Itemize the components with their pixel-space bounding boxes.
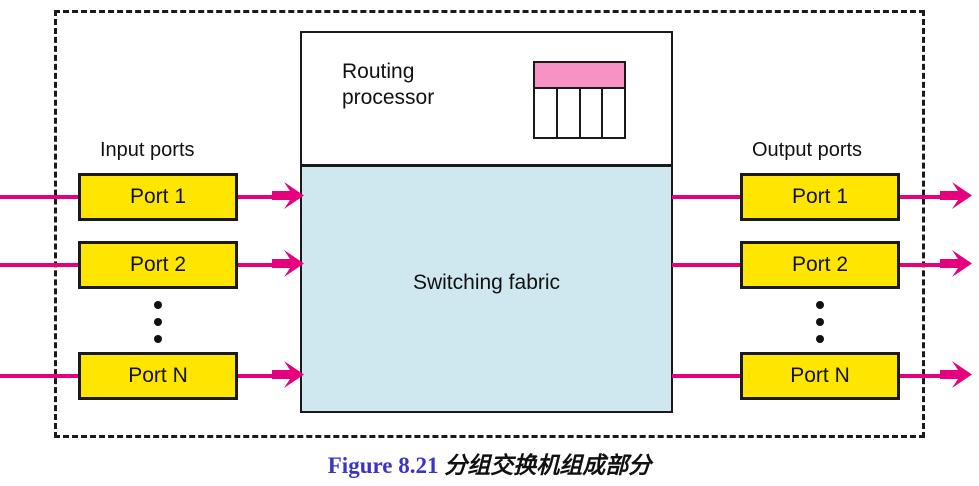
input-flow-line-2-internal <box>238 263 293 267</box>
input-flow-line-1-external <box>0 195 78 199</box>
output-flow-line-3-internal <box>672 374 743 378</box>
input-ports-ellipsis <box>152 301 164 343</box>
routing-table-header-row <box>535 63 624 89</box>
routing-table-cell <box>580 89 604 137</box>
switching-fabric-label: Switching fabric <box>412 271 561 294</box>
input-port-box-1: Port 1 <box>78 173 238 221</box>
routing-table-cell <box>535 89 558 137</box>
routing-table-cells <box>535 89 624 137</box>
input-port-box-2: Port 2 <box>78 241 238 289</box>
output-port-label-n: Port N <box>790 364 850 387</box>
ellipsis-dot <box>154 318 162 326</box>
output-port-box-2: Port 2 <box>740 241 900 289</box>
input-port-label-2: Port 2 <box>129 253 187 276</box>
output-flow-line-1-external <box>898 195 950 199</box>
ellipsis-dot <box>154 335 162 343</box>
ellipsis-dot <box>816 335 824 343</box>
router-boundary <box>54 10 925 438</box>
input-flow-line-3-external <box>0 374 78 378</box>
figure-caption: Figure 8.21 分组交换机组成部分 <box>0 446 979 480</box>
output-port-box-n: Port N <box>740 352 900 400</box>
ellipsis-dot <box>154 301 162 309</box>
output-port-label-1: Port 1 <box>791 185 849 208</box>
input-port-label-1: Port 1 <box>129 185 187 208</box>
output-port-box-1: Port 1 <box>740 173 900 221</box>
ellipsis-dot <box>816 301 824 309</box>
input-flow-line-3-internal <box>238 374 293 378</box>
output-flow-line-2-internal <box>672 263 743 267</box>
output-flow-line-1-internal <box>672 195 743 199</box>
output-arrow-2 <box>940 250 972 278</box>
output-arrow-1 <box>940 182 972 210</box>
routing-table-icon <box>533 61 626 139</box>
switching-fabric-pane: Switching fabric <box>302 167 671 411</box>
output-ports-ellipsis <box>814 301 826 343</box>
router-body: Routing processor Switching fabric <box>300 31 673 413</box>
output-flow-line-3-external <box>898 374 950 378</box>
figure-title: 分组交换机组成部分 <box>444 453 652 478</box>
input-arrow-2 <box>272 250 304 278</box>
ellipsis-dot <box>816 318 824 326</box>
input-port-label-n: Port N <box>128 364 188 387</box>
output-flow-line-2-external <box>898 263 950 267</box>
input-arrow-3 <box>272 361 304 389</box>
input-ports-group-label: Input ports <box>100 139 195 161</box>
routing-processor-label: Routing processor <box>342 60 435 110</box>
input-arrow-1 <box>272 182 304 210</box>
output-port-label-2: Port 2 <box>791 253 849 276</box>
input-flow-line-2-external <box>0 263 78 267</box>
routing-table-cell <box>603 89 624 137</box>
input-port-box-n: Port N <box>78 352 238 400</box>
input-flow-line-1-internal <box>238 195 293 199</box>
routing-processor-pane: Routing processor <box>302 33 671 167</box>
routing-table-cell <box>557 89 581 137</box>
figure-number: Figure 8.21 <box>327 453 439 478</box>
output-arrow-3 <box>940 361 972 389</box>
output-ports-group-label: Output ports <box>752 139 863 161</box>
